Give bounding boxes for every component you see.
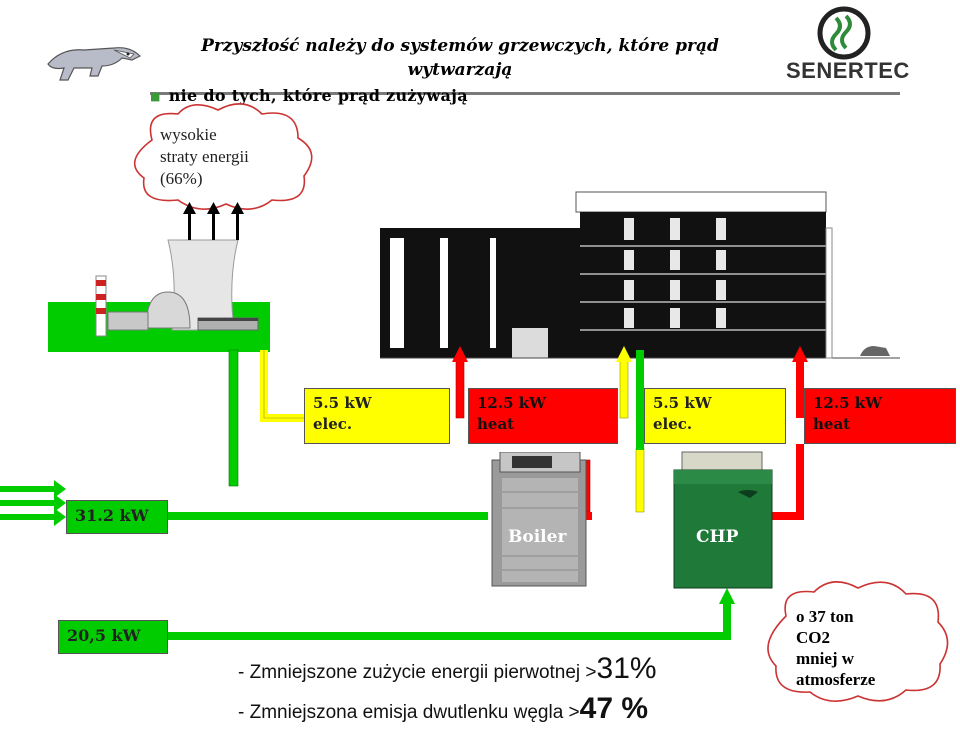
elec-box-grid-type: elec.	[313, 415, 353, 433]
primary-energy-chp-value: 20,5 kW	[67, 626, 141, 645]
heat-box-chp-value: 12.5 kW	[813, 394, 882, 412]
co2-cloud-line-4: atmosferze	[796, 670, 876, 689]
elec-box-grid-value: 5.5 kW	[313, 394, 372, 412]
primary-energy-box-chp: 20,5 kW	[58, 620, 168, 654]
power-plant-illustration	[48, 239, 270, 352]
heat-box-boiler-value: 12.5 kW	[477, 394, 546, 412]
chp-label: CHP	[696, 527, 739, 547]
loss-cloud-shape	[134, 103, 313, 210]
heat-box-boiler: 12.5 kW heat	[468, 388, 618, 444]
subtitle-text: nie do tych, które prąd zużywają	[168, 86, 468, 105]
page-subtitle: ■ nie do tych, które prąd zużywają	[150, 86, 468, 105]
logo-wordmark: SENERTEC	[786, 58, 910, 83]
title-line-1: Przyszłość należy do systemów grzewczych…	[201, 36, 719, 56]
heat-box-boiler-type: heat	[477, 415, 515, 433]
co2-cloud-line-2: CO2	[796, 628, 830, 647]
co2-cloud-text: o 37 ton CO2 mniej w atmosferze	[796, 606, 875, 690]
summary-co2: - Zmniejszona emisja dwutlenku węgla >47…	[238, 692, 648, 726]
title-line-2: wytwarzają	[407, 60, 513, 80]
elec-box-chp-value: 5.5 kW	[653, 394, 712, 412]
elec-box-grid: 5.5 kW elec.	[304, 388, 450, 444]
elec-box-chp-type: elec.	[653, 415, 693, 433]
bullet-icon: ■	[150, 90, 161, 103]
loss-cloud-line-3: (66%)	[160, 169, 203, 188]
summary-primary-energy-value: 31%	[596, 652, 657, 685]
mascot-badger-icon	[47, 47, 142, 81]
primary-energy-box-conventional: 31.2 kW	[66, 500, 168, 534]
page-title: Przyszłość należy do systemów grzewczych…	[150, 34, 770, 82]
summary-co2-value: 47 %	[579, 692, 649, 725]
loss-cloud-line-1: wysokie	[160, 125, 217, 144]
summary-primary-energy: - Zmniejszone zużycie energii pierwotnej…	[238, 652, 657, 686]
summary-co2-text: - Zmniejszona emisja dwutlenku węgla >	[238, 702, 580, 723]
primary-energy-conventional-value: 31.2 kW	[75, 506, 149, 525]
boiler-unit-illustration	[491, 452, 587, 587]
header-divider	[150, 92, 900, 95]
chp-unit-illustration	[673, 451, 773, 589]
summary-primary-energy-text: - Zmniejszone zużycie energii pierwotnej…	[238, 662, 597, 683]
boiler-label: Boiler	[508, 527, 567, 547]
co2-cloud-shape	[767, 581, 949, 702]
senertec-logo-icon	[817, 6, 871, 60]
heat-box-chp: 12.5 kW heat	[804, 388, 956, 444]
loss-cloud-line-2: straty energii	[160, 147, 249, 166]
elec-box-chp: 5.5 kW elec.	[644, 388, 786, 444]
co2-cloud-line-1: o 37 ton	[796, 607, 854, 626]
co2-cloud-line-3: mniej w	[796, 649, 855, 668]
loss-cloud-text: wysokie straty energii (66%)	[160, 124, 249, 190]
heat-box-chp-type: heat	[813, 415, 851, 433]
office-building-illustration	[380, 191, 900, 359]
heat-loss-arrows	[183, 202, 244, 240]
